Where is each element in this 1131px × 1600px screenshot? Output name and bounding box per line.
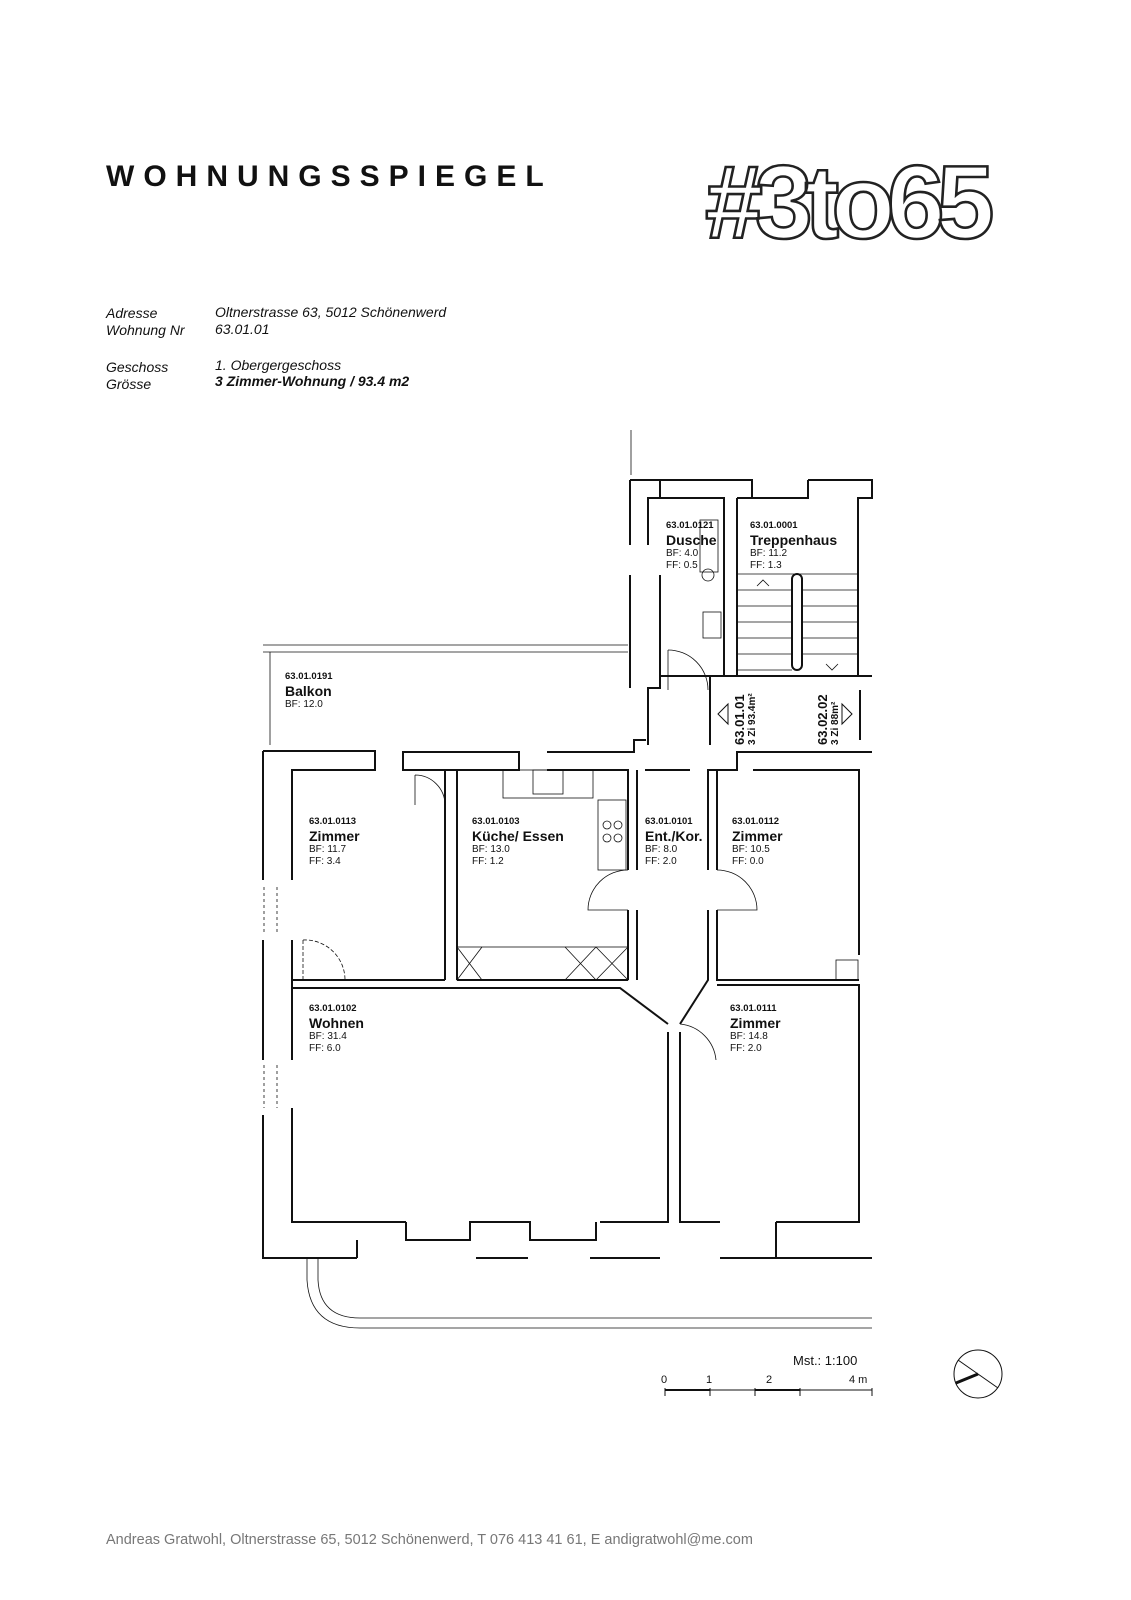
floor-value: 1. Obergergeschoss [215,357,342,373]
logo-text: #3to65 [705,150,992,250]
size-value: 3 Zimmer-Wohnung / 93.4 m2 [215,373,410,389]
scale-tick-0: 0 [661,1374,668,1386]
footer-contact: Andreas Gratwohl, Oltnerstrasse 65, 5012… [106,1532,753,1548]
scale-tick-4m: 4 m [849,1374,868,1386]
floor-label: Geschoss [106,359,169,375]
size-label: Grösse [106,376,152,392]
scale-tick-1: 1 [706,1374,713,1386]
unit-value: 63.01.01 [215,321,270,337]
north-arrow-icon [953,1349,1003,1399]
unit-label: Wohnung Nr [106,322,185,338]
address-value: Oltnerstrasse 63, 5012 Schönenwerd [215,304,447,320]
page-title: WOHNUNGSSPIEGEL [106,160,553,193]
address-label: Adresse [106,305,158,321]
scale-tick-2: 2 [766,1374,773,1386]
logo: #3to65 [705,150,1001,250]
scale-label: Mst.: 1:100 [793,1353,858,1368]
